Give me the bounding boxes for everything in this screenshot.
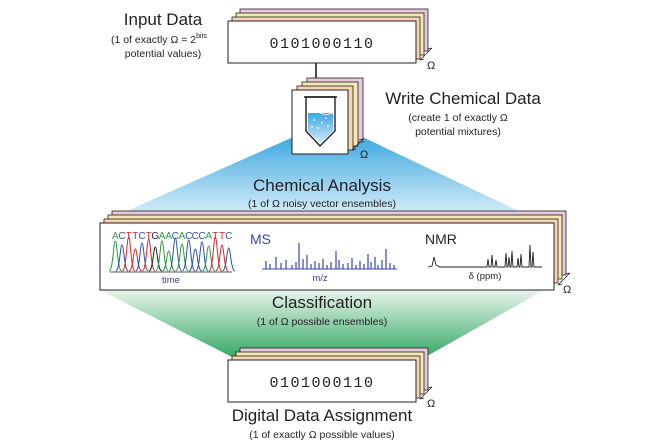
analysis-omega-depth-icon xyxy=(557,272,571,286)
sequence-letter: C xyxy=(138,231,145,242)
nmr-label: NMR xyxy=(425,231,457,247)
chromatogram-peak xyxy=(201,245,216,272)
input-omega-depth-icon xyxy=(419,47,433,61)
sequence-letter: C xyxy=(172,231,179,242)
input-omega-label: Ω xyxy=(427,60,435,72)
ms-peaks xyxy=(265,243,395,269)
nmr-xlabel: δ (ppm) xyxy=(469,271,502,282)
write-subtitle-line1: (create 1 of exactly Ω xyxy=(408,112,508,124)
write-omega-label: Ω xyxy=(360,149,368,161)
nmr-trace xyxy=(427,244,542,268)
sequence-letter: C xyxy=(118,231,125,242)
input-title: Input Data xyxy=(124,10,203,29)
output-omega-label: Ω xyxy=(427,398,435,410)
output-bits: 0101000110 xyxy=(269,375,374,392)
sequence-letter: G xyxy=(151,231,159,242)
sequence-letter: A xyxy=(165,231,172,242)
input-bits-box xyxy=(227,20,417,64)
classification-funnel xyxy=(100,290,544,360)
analysis-funnel xyxy=(100,134,544,223)
write-subtitle-line2: potential mixtures) xyxy=(415,126,501,138)
chromatogram-peak xyxy=(128,248,142,272)
sequence-letter: A xyxy=(159,231,166,242)
analysis-omega-label: Ω xyxy=(563,284,571,296)
output-data-stack: 0101000110 xyxy=(227,347,429,403)
sequence-letter: T xyxy=(146,231,152,242)
ms-xlabel: m/z xyxy=(312,273,328,284)
test-tube-icon xyxy=(304,96,337,148)
sequence-letter: T xyxy=(132,231,138,242)
analysis-title: Chemical Analysis xyxy=(253,176,391,195)
chromatogram-peak xyxy=(175,243,189,272)
sequence-letter: A xyxy=(205,231,212,242)
chromatogram-peak xyxy=(148,246,162,272)
sequence-letter: C xyxy=(198,231,205,242)
write-omega-depth-icon xyxy=(351,138,364,151)
analysis-subtitle: (1 of Ω noisy vector ensembles) xyxy=(248,198,396,210)
classification-title: Classification xyxy=(272,293,372,312)
analysis-panel xyxy=(99,222,555,291)
sequence-letter: C xyxy=(225,231,232,242)
input-bits: 0101000110 xyxy=(269,36,374,53)
nmr-spectrum: NMR δ (ppm) xyxy=(425,231,542,282)
chromatogram-traces xyxy=(108,236,236,272)
input-subtitle-line2: potential values) xyxy=(125,48,201,60)
chromatogram-peak xyxy=(115,244,129,272)
chromatogram-peak xyxy=(162,250,176,272)
write-title: Write Chemical Data xyxy=(385,89,541,108)
chromatogram-peak xyxy=(135,242,149,272)
output-omega-depth-icon xyxy=(419,386,433,400)
output-subtitle: (1 of exactly Ω possible values) xyxy=(249,429,395,441)
sequence-letter: C xyxy=(192,231,199,242)
input-subtitle-line1: (1 of exactly Ω = 2bits xyxy=(111,33,208,46)
chromatogram-peak xyxy=(222,247,236,272)
chromatogram-xlabel: time xyxy=(162,275,180,286)
ms-label: MS xyxy=(250,231,271,247)
input-data-stack: 0101000110 xyxy=(227,8,429,64)
sequence-letter: A xyxy=(112,231,119,242)
mass-spectrum: MS m/z xyxy=(250,231,397,284)
sequence-letter: C xyxy=(185,231,192,242)
sequence-letter: A xyxy=(179,231,186,242)
sequence-letter: T xyxy=(219,231,225,242)
output-bits-box xyxy=(227,359,417,403)
chromatogram-peak xyxy=(188,248,202,272)
classification-subtitle: (1 of Ω possible ensembles) xyxy=(257,316,387,328)
output-title: Digital Data Assignment xyxy=(232,406,413,425)
